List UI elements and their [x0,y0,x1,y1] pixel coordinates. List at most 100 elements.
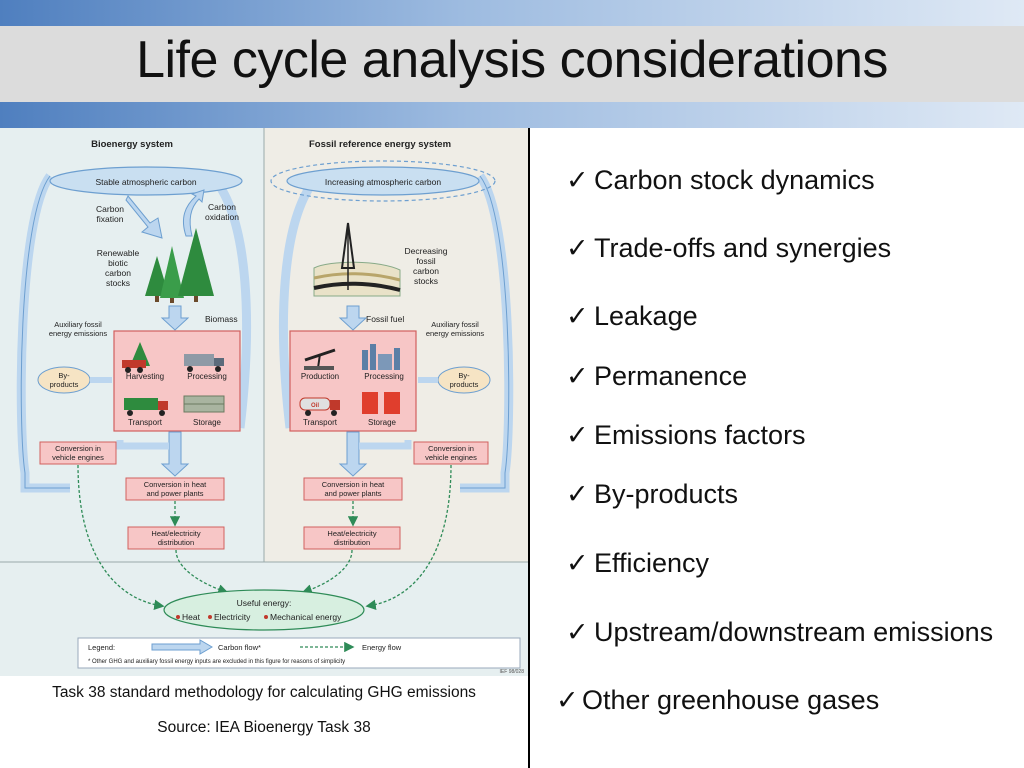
check-icon: ✓ [566,361,589,391]
bio-transport-label: Transport [128,418,163,427]
oil-rig-icon [313,222,401,297]
column-divider [528,128,530,768]
bio-vehicle-engines-box [39,441,117,465]
biomass-label: Biomass [205,314,238,324]
list-item: ✓Upstream/downstream emissions [566,617,994,647]
carbon-fixation-line1: Carbon [96,204,124,214]
fossil-distribution-box [303,526,401,550]
fossil-storage-label: Storage [368,418,397,427]
fossil-processing-label: Processing [364,372,404,381]
bio-distribution-box [127,526,225,550]
electricity-item: Electricity [214,612,251,622]
carbon-oxidation-line1: Carbon [208,202,236,212]
check-icon: ✓ [566,617,589,647]
check-icon: ✓ [566,233,589,263]
renewable-stocks-line3: carbon [105,268,131,278]
fossil-fuel-label: Fossil fuel [366,314,404,324]
bioenergy-system-title: Bioenergy system [91,139,173,150]
check-icon: ✓ [566,420,589,450]
useful-energy-ellipse [163,589,365,631]
bio-aux-emissions-line1: Auxiliary fossil [54,320,102,329]
bio-heat-power-line1: Conversion in heat [144,480,207,489]
increasing-carbon-label: Increasing atmospheric carbon [325,177,442,187]
top-accent-band [0,0,1024,26]
bio-heat-power-box [125,477,225,501]
transport-truck-icon [124,398,168,416]
bio-distribution-line2: distribution [158,538,194,547]
processing-truck-icon [184,354,224,372]
fossil-process-box [289,330,417,432]
legend-footnote: * Other GHG and auxiliary fossil energy … [88,659,345,665]
bio-aux-emissions-line2: energy emissions [49,329,108,338]
bio-storage-label: Storage [193,418,222,427]
under-title-band [0,102,1024,128]
bio-process-box [113,330,241,432]
bio-vehicle-engines-line1: Conversion in [55,444,101,453]
carbon-oxidation-line2: oxidation [205,212,239,222]
bio-processing-label: Processing [187,372,227,381]
fossil-vehicle-engines-line2: vehicle engines [425,453,477,462]
oil-tanker-label: Oil [311,403,319,409]
carbon-fixation-line2: fixation [97,214,124,224]
list-item: ✓Leakage [566,301,698,331]
fossil-aux-emissions-line2: energy emissions [426,329,485,338]
storage-tanks-icon [362,392,400,414]
list-item: ✓Emissions factors [566,420,806,450]
harvesting-label: Harvesting [126,372,164,381]
fossil-vehicle-engines-box [413,441,489,465]
list-item: ✓Trade-offs and synergies [566,233,892,263]
check-icon: ✓ [566,548,589,578]
list-item: ✓Permanence [566,361,748,391]
fossil-aux-emissions-line1: Auxiliary fossil [431,320,479,329]
legend-energy-flow: Energy flow [362,643,402,652]
check-icon: ✓ [556,685,579,715]
fossil-heat-power-line1: Conversion in heat [322,480,385,489]
renewable-stocks-line4: stocks [106,278,130,288]
stable-carbon-label: Stable atmospheric carbon [95,177,196,187]
fossil-distribution-line1: Heat/electricity [327,529,376,538]
decreasing-stocks-line3: carbon [413,266,439,276]
fossil-byproducts-line2: products [450,380,479,389]
fossil-transport-label: Transport [303,418,338,427]
fossil-byproducts-line1: By- [458,371,470,380]
figure-ref-code: IEF 98/028 [500,669,525,675]
bio-vehicle-engines-line2: vehicle engines [52,453,104,462]
check-icon: ✓ [566,301,589,331]
increasing-carbon-ellipse [286,166,480,196]
production-pump-icon [304,348,336,370]
fossil-system-title: Fossil reference energy system [309,139,451,150]
legend-label: Legend: [88,643,115,652]
fossil-heat-power-line2: and power plants [324,489,381,498]
oil-tanker-icon [299,397,340,416]
fossil-heat-power-box [303,477,403,501]
storage-icon [183,395,225,413]
check-icon: ✓ [566,165,589,195]
list-item: ✓By-products [566,479,739,509]
list-item: ✓Efficiency [566,548,710,578]
legend-box [77,637,521,669]
renewable-stocks-line2: biotic [108,258,129,268]
lca-diagram: Bioenergy system Fossil reference energy… [0,128,528,676]
stable-carbon-ellipse [49,166,243,196]
slide-title: Life cycle analysis considerations [136,31,888,89]
renewable-stocks-line1: Renewable [97,248,140,258]
bio-byproducts-line2: products [50,380,79,389]
list-item: ✓Other greenhouse gases [556,685,880,715]
useful-energy-label: Useful energy: [237,598,292,608]
refinery-icon [362,344,400,370]
decreasing-stocks-line4: stocks [414,276,438,286]
heat-item: Heat [182,612,201,622]
production-label: Production [301,372,339,381]
decreasing-stocks-line2: fossil [416,256,435,266]
title-band [0,26,1024,102]
figure-caption: Task 38 standard methodology for calcula… [52,684,476,701]
fossil-vehicle-engines-line1: Conversion in [428,444,474,453]
legend-carbon-flow: Carbon flow* [218,643,261,652]
check-icon: ✓ [566,479,589,509]
figure-source: Source: IEA Bioenergy Task 38 [157,719,371,736]
bio-heat-power-line2: and power plants [146,489,203,498]
list-item: ✓Carbon stock dynamics [566,165,875,195]
trees-icon [145,228,214,303]
increasing-carbon-outer-ellipse [270,160,496,202]
bio-distribution-line1: Heat/electricity [151,529,200,538]
